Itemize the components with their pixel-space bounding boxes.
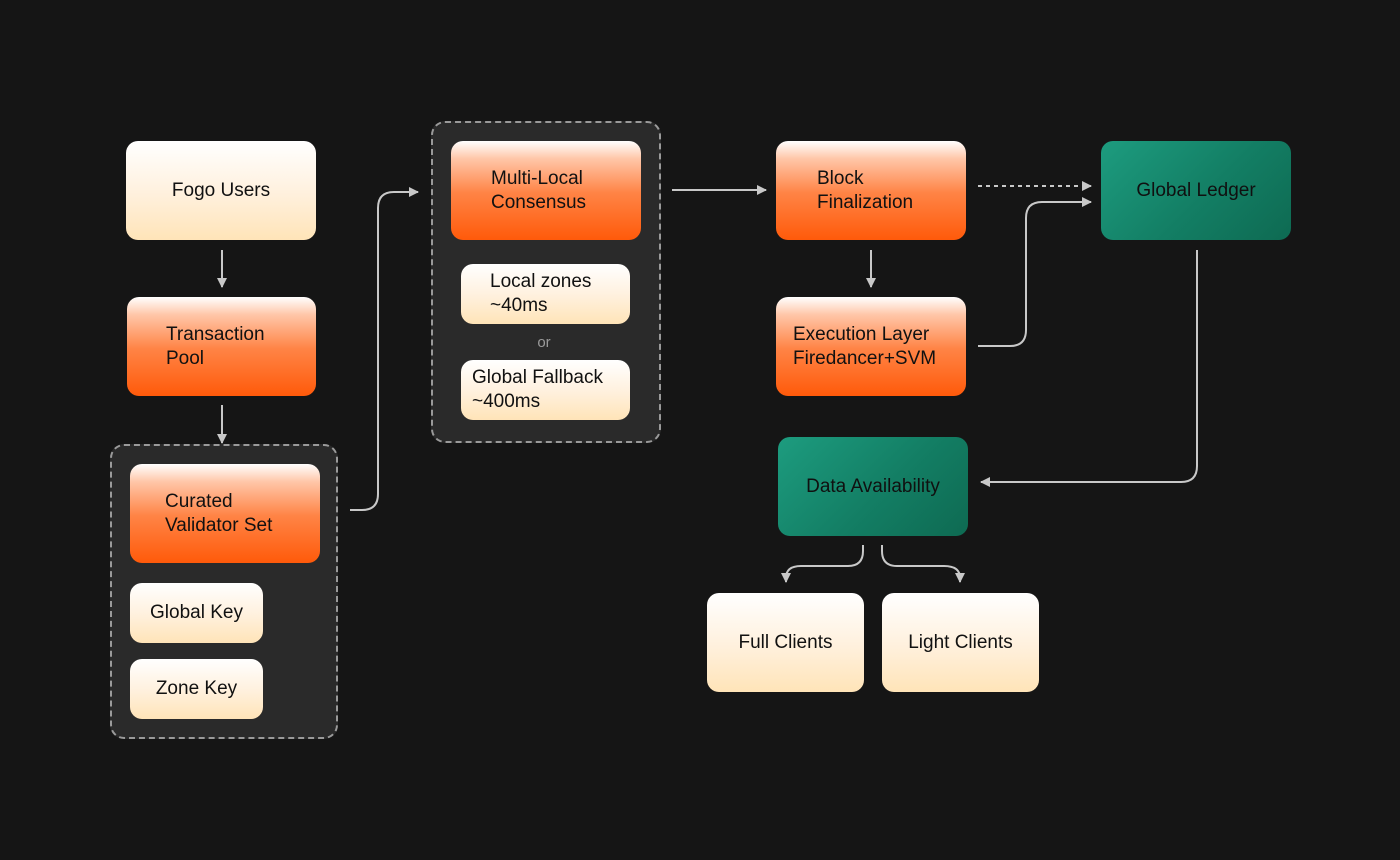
multi-local-consensus-node[interactable]: Multi-Local Consensus [451,141,641,240]
curated-validator-set-node[interactable]: Curated Validator Set [130,464,320,563]
arrow-ledger-to-data-availability [980,250,1198,487]
block-finalization-node[interactable]: Block Finalization [776,141,966,240]
or-label: or [537,334,551,351]
full-clients-node[interactable]: Full Clients [707,593,864,692]
global-key-node[interactable]: Global Key [130,583,263,643]
global-ledger-node[interactable]: Global Ledger [1101,141,1291,240]
zone-key-node[interactable]: Zone Key [130,659,263,719]
execution-layer-node[interactable]: Execution Layer Firedancer+SVM [776,297,966,396]
arrow-execution-to-ledger [978,197,1092,347]
transaction-pool-node[interactable]: Transaction Pool [127,297,316,396]
local-zones-node[interactable]: Local zones ~40ms [461,264,630,324]
fogo-users-node[interactable]: Fogo Users [126,141,316,240]
arrow-validators-to-consensus [350,187,419,511]
global-fallback-node[interactable]: Global Fallback ~400ms [461,360,630,420]
data-availability-node[interactable]: Data Availability [778,437,968,536]
arrow-da-to-full-clients [781,545,864,583]
light-clients-node[interactable]: Light Clients [882,593,1039,692]
arrow-da-to-light-clients [881,545,965,583]
